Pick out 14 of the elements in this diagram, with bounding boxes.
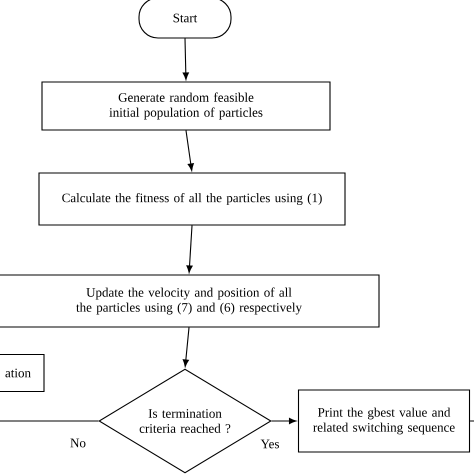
- start-terminal: Start: [138, 0, 232, 39]
- connector-line: [470, 420, 474, 422]
- arrow: [186, 226, 193, 273]
- process-box: Generate random feasible initial population of particles: [41, 81, 331, 131]
- process-box: Print the gbest value and related switching sequence: [298, 389, 470, 453]
- arrow: [272, 418, 296, 424]
- process-box: ation: [0, 354, 45, 392]
- process-box: Calculate the fitness of all the particles using (1): [38, 172, 346, 226]
- connector-line: [0, 420, 98, 422]
- edge-label: No: [69, 438, 87, 448]
- arrow: [182, 38, 189, 80]
- arrow: [185, 130, 194, 171]
- process-box: Update the velocity and position of all the particles using (7) and (6) respectively: [0, 274, 380, 328]
- arrow: [182, 328, 190, 367]
